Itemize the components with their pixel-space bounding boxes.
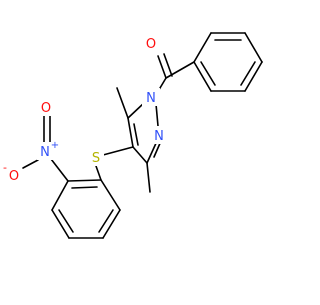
nitrophenyl-ring	[51, 179, 121, 239]
atom-n2: N	[154, 129, 164, 144]
atom-o-nitro-double: O	[41, 101, 51, 116]
molecule-canvas: O N N S N + O O -	[3, 32, 263, 239]
nitro-plus-charge: +	[51, 140, 59, 151]
structure-diagram: O N N S N + O O -	[3, 32, 263, 239]
pyrazole-ring	[127, 102, 162, 164]
methyl-top-bond	[116, 87, 129, 119]
atom-n-nitro: N	[40, 145, 50, 160]
atom-sulfur: S	[92, 151, 100, 166]
atom-o-carbonyl: O	[146, 37, 156, 52]
benzoyl-phenyl-ring	[193, 32, 263, 92]
s-aryl-bond	[95, 165, 102, 181]
methyl-bottom-bond	[146, 162, 151, 193]
nitro-minus-charge: -	[3, 161, 7, 174]
atom-n1: N	[146, 91, 156, 106]
atom-o-nitro-single: O	[9, 169, 19, 184]
pyrazole-s-bond	[102, 146, 134, 156]
carbonyl-group	[157, 53, 195, 79]
nitro-group	[22, 115, 69, 182]
